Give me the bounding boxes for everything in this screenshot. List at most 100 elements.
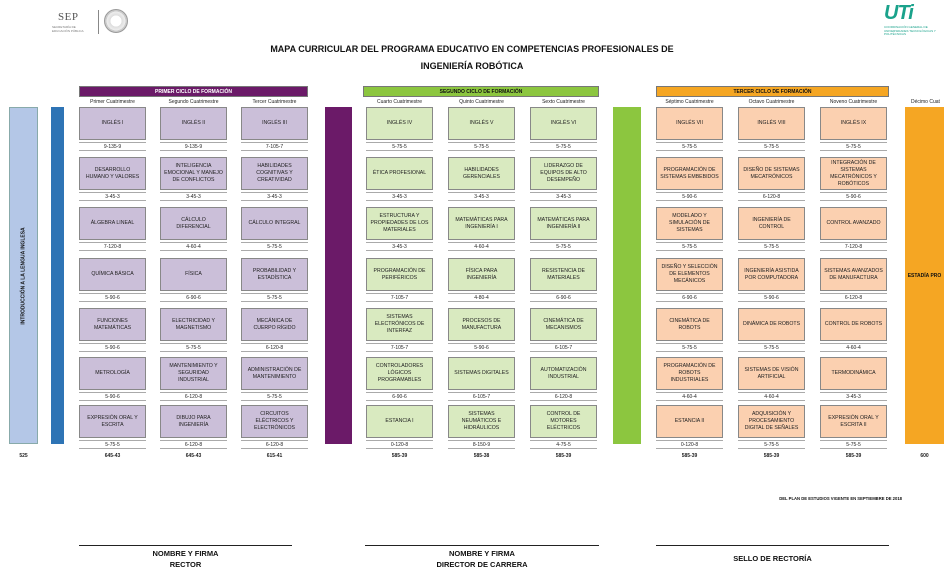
subject-card: PROGRAMACIÓN DE ROBOTS INDUSTRIALES [656,357,723,390]
english-intro-bar [9,107,38,444]
subject-code: 9-135-9 [79,142,146,151]
term-credits: 585-39 [763,453,780,459]
subject-card: FÍSICA PARA INGENIERÍA [448,258,515,291]
subject-card: INGLÉS VII [656,107,723,140]
signature-label-rector-1: NOMBRE Y FIRMA [152,549,219,558]
subject-code: 6-120-8 [530,392,597,401]
subject-code: 5-75-5 [241,242,308,251]
subject-card: PROCESOS DE MANUFACTURA [448,308,515,341]
subject-card: INGLÉS V [448,107,515,140]
term-credits: 585-38 [473,453,490,459]
signature-label-seal: SELLO DE RECTORÍA [733,554,812,563]
english-intro-label: INTRODUCCIÓN A LA LENGUA INGLESA [20,226,27,325]
page-title-line-1: MAPA CURRICULAR DEL PROGRAMA EDUCATIVO E… [270,44,674,54]
subject-card: DIBUJO PARA INGENIERÍA [160,405,227,438]
purple-cycle-bar [325,107,352,444]
subject-code: 5-90-6 [79,343,146,352]
subject-code: 3-45-3 [820,392,887,401]
subject-code: 4-80-4 [448,293,515,302]
subject-card: EXPRESIÓN ORAL Y ESCRITA II [820,405,887,438]
subject-code: 4-60-4 [820,343,887,352]
subject-card: ÉTICA PROFESIONAL [366,157,433,190]
subject-code: 6-90-6 [160,293,227,302]
uti-logo-subtext: COORDINACIÓN GENERAL DE UNIVERSIDADES TE… [884,25,936,36]
subject-card: CÁLCULO DIFERENCIAL [160,207,227,240]
subject-card: CONTROL AVANZADO [820,207,887,240]
subject-card: CONTROL DE ROBOTS [820,308,887,341]
subject-code: 4-60-4 [448,242,515,251]
subject-card: SISTEMAS DE VISIÓN ARTIFICIAL [738,357,805,390]
subject-code: 6-90-6 [656,293,723,302]
subject-code: 7-105-7 [366,293,433,302]
term-header: Primer Cuatrimestre [90,99,135,105]
subject-code: 5-75-5 [738,343,805,352]
subject-card: CONTROLADORES LÓGICOS PROGRAMABLES [366,357,433,390]
subject-code: 9-135-9 [160,142,227,151]
subject-code: 5-75-5 [656,343,723,352]
subject-card: ESTRUCTURA Y PROPIEDADES DE LOS MATERIAL… [366,207,433,240]
subject-card: ESTANCIA I [366,405,433,438]
internship-bar [905,107,944,444]
sep-logo-text: SEP [58,11,79,23]
term-credits: 585-39 [845,453,862,459]
subject-code: 5-75-5 [366,142,433,151]
signature-label-rector-2: RECTOR [169,560,202,569]
subject-code: 5-75-5 [738,440,805,449]
subject-card: PROGRAMACIÓN DE PERIFÉRICOS [366,258,433,291]
subject-card: MODELADO Y SIMULACIÓN DE SISTEMAS [656,207,723,240]
subject-card: ADMINISTRACIÓN DE MANTENIMIENTO [241,357,308,390]
signature-label-director-1: NOMBRE Y FIRMA [449,549,515,558]
subject-code: 7-120-8 [79,242,146,251]
page-title-line-2: INGENIERÍA ROBÓTICA [420,61,524,71]
subject-card: INGLÉS I [79,107,146,140]
subject-code: 4-60-4 [160,242,227,251]
subject-card: EXPRESIÓN ORAL Y ESCRITA [79,405,146,438]
subject-card: INGLÉS VIII [738,107,805,140]
subject-card: DISEÑO DE SISTEMAS MECATRÓNICOS [738,157,805,190]
subject-card: INGLÉS IV [366,107,433,140]
subject-card: HABILIDADES GERENCIALES [448,157,515,190]
subject-card: FÍSICA [160,258,227,291]
subject-card: INGLÉS VI [530,107,597,140]
subject-code: 3-45-3 [366,192,433,201]
sep-logo-subtext: SECRETARÍA DE EDUCACIÓN PÚBLICA [52,25,84,33]
subject-code: 5-90-6 [820,192,887,201]
subject-card: ELECTRICIDAD Y MAGNETISMO [160,308,227,341]
subject-code: 7-105-7 [241,142,308,151]
credits-intro: 525 [19,453,28,459]
subject-code: 3-45-3 [366,242,433,251]
subject-code: 5-90-6 [79,293,146,302]
subject-code: 5-90-6 [656,192,723,201]
subject-card: INGLÉS III [241,107,308,140]
subject-code: 5-75-5 [656,142,723,151]
subject-code: 6-120-8 [738,192,805,201]
green-cycle-bar [613,107,641,444]
term-credits: 585-39 [681,453,698,459]
term-credits: 585-39 [391,453,408,459]
blue-cycle-bar [51,107,64,444]
subject-code: 0-120-8 [656,440,723,449]
term-credits: 585-39 [555,453,572,459]
subject-card: CONTROL DE MOTORES ELÉCTRICOS [530,405,597,438]
subject-code: 0-120-8 [366,440,433,449]
subject-code: 5-75-5 [79,440,146,449]
subject-card: DINÁMICA DE ROBOTS [738,308,805,341]
subject-card: SISTEMAS NEUMÁTICOS E HIDRÁULICOS [448,405,515,438]
subject-code: 3-45-3 [160,192,227,201]
cycle-header-1: PRIMER CICLO DE FORMACIÓN [79,86,308,97]
subject-code: 5-75-5 [241,392,308,401]
subject-card: PROBABILIDAD Y ESTADÍSTICA [241,258,308,291]
subject-card: INTEGRACIÓN DE SISTEMAS MECATRÓNICOS Y R… [820,157,887,190]
subject-card: INGLÉS II [160,107,227,140]
subject-card: HABILIDADES COGNITIVAS Y CREATIVIDAD [241,157,308,190]
term-credits: 645-43 [104,453,121,459]
subject-card: MANTENIMIENTO Y SEGURIDAD INDUSTRIAL [160,357,227,390]
subject-code: 5-75-5 [656,242,723,251]
term-header: Octavo Cuatrimestre [748,99,795,105]
subject-card: MATEMÁTICAS PARA INGENIERÍA I [448,207,515,240]
subject-code: 3-45-3 [79,192,146,201]
subject-card: INGLÉS IX [820,107,887,140]
subject-card: CIRCUITOS ELÉCTRICOS Y ELECTRÓNICOS [241,405,308,438]
subject-card: INGENIERÍA DE CONTROL [738,207,805,240]
term-header: Tercer Cuatrimestre [252,99,297,105]
